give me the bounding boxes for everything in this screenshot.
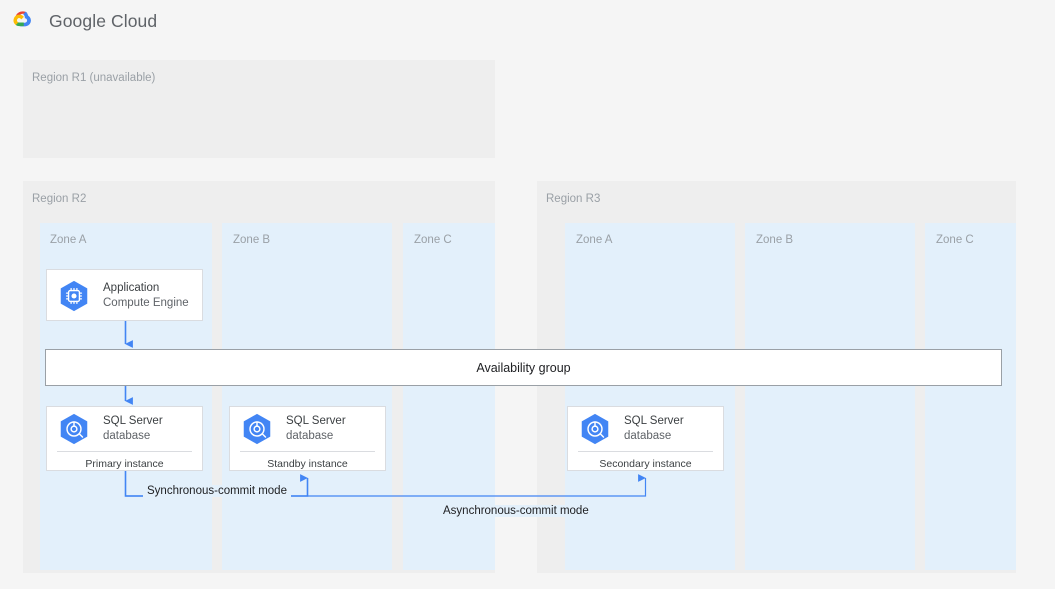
card-text-block: SQL Server database [624, 414, 684, 443]
card-text-block: SQL Server database [103, 414, 163, 443]
compute-engine-icon [60, 280, 88, 312]
node-card-primary-db[interactable]: SQL Server database Primary instance [46, 406, 203, 471]
sql-server-database-icon [243, 413, 271, 445]
node-card-application[interactable]: Application Compute Engine [46, 269, 203, 321]
edge-label-synchronous-commit: Synchronous-commit mode [143, 485, 291, 497]
card-text-block: SQL Server database [286, 414, 346, 443]
sql-server-database-icon [60, 413, 88, 445]
card-footer-label: Secondary instance [599, 458, 692, 470]
zone-label-r2-c: Zone C [414, 234, 452, 246]
zone-panel-r2-b [222, 223, 392, 570]
zone-panel-r3-c [925, 223, 1016, 570]
card-footer-label: Standby instance [267, 458, 348, 470]
region-label-r3: Region R3 [546, 193, 601, 205]
node-card-secondary-db[interactable]: SQL Server database Secondary instance [567, 406, 724, 471]
card-body: SQL Server database [568, 407, 723, 451]
card-body: SQL Server database [47, 407, 202, 451]
card-title: SQL Server [103, 415, 163, 428]
region-label-r1: Region R1 (unavailable) [32, 72, 156, 84]
zone-panel-r3-b [745, 223, 915, 570]
edge-label-asynchronous-commit: Asynchronous-commit mode [439, 505, 593, 517]
zone-label-r3-a: Zone A [576, 234, 613, 246]
sql-server-database-icon [581, 413, 609, 445]
card-subtitle: database [624, 430, 672, 442]
card-subtitle: Compute Engine [103, 297, 189, 309]
card-body: Application Compute Engine [47, 270, 202, 322]
card-divider [57, 451, 192, 452]
zone-label-r3-b: Zone B [756, 234, 794, 246]
card-subtitle: database [286, 430, 334, 442]
google-cloud-logo-icon [13, 11, 31, 27]
node-card-standby-db[interactable]: SQL Server database Standby instance [229, 406, 386, 471]
card-body: SQL Server database [230, 407, 385, 451]
zone-label-r2-a: Zone A [50, 234, 87, 246]
card-text-block: Application Compute Engine [103, 281, 189, 310]
zone-panel-r3-a [565, 223, 735, 570]
app-header: Google Cloud [0, 0, 1055, 42]
card-subtitle: database [103, 430, 151, 442]
brand-title: Google Cloud [49, 10, 158, 31]
availability-group-bar[interactable]: Availability group [45, 349, 1002, 386]
region-panel-r1 [23, 60, 495, 158]
zone-panel-r2-c [403, 223, 495, 570]
availability-group-label: Availability group [476, 360, 571, 375]
region-label-r2: Region R2 [32, 193, 87, 205]
zone-label-r3-c: Zone C [936, 234, 974, 246]
card-divider [240, 451, 375, 452]
card-title: SQL Server [286, 415, 346, 428]
card-title: Application [103, 282, 160, 295]
zone-label-r2-b: Zone B [233, 234, 271, 246]
card-footer-label: Primary instance [85, 458, 164, 470]
card-divider [578, 451, 713, 452]
card-title: SQL Server [624, 415, 684, 428]
